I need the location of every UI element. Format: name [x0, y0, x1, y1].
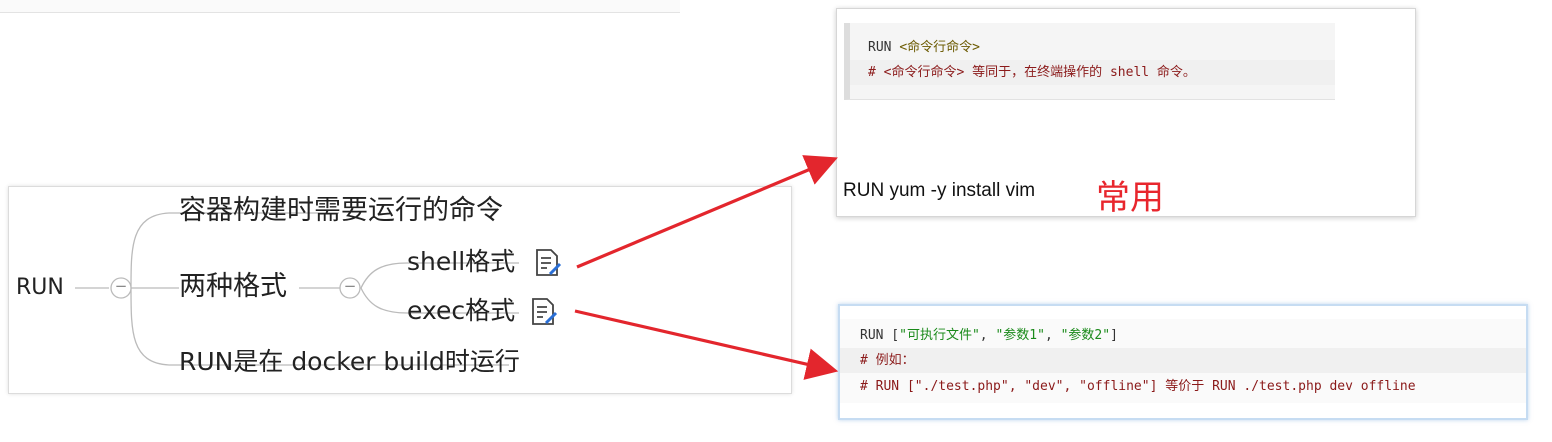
mindmap-root-node[interactable]: RUN [16, 275, 64, 300]
note-icon[interactable] [530, 297, 558, 327]
example-command: RUN yum -y install vim [843, 180, 1036, 201]
mindmap-node-shell-format[interactable]: shell格式 [407, 247, 516, 276]
mindmap-node-exec-format[interactable]: exec格式 [407, 296, 516, 325]
mindmap-node-run-at-build[interactable]: RUN是在 docker build时运行 [179, 347, 520, 376]
collapse-toggle-root [110, 277, 132, 299]
shell-format-card: RUN <命令行命令> # <命令行命令> 等同于，在终端操作的 shell 命… [836, 8, 1416, 217]
sub1-connector [360, 262, 519, 289]
note-icon[interactable] [534, 248, 562, 278]
sub2-connector [360, 287, 519, 314]
collapse-toggle-branch2 [339, 277, 361, 299]
arrow-exec-to-box [574, 309, 839, 380]
mindmap-panel: − − RUN 容器构建时需要运行的命令 两种格式 RUN是在 docker b… [8, 186, 792, 394]
mindmap-connectors [75, 212, 519, 366]
top-toolbar-edge [0, 0, 680, 13]
exec-format-card: RUN ["可执行文件", "参数1", "参数2"] # 例如： # RUN … [838, 304, 1528, 420]
exec-code-block: RUN ["可执行文件", "参数1", "参数2"] # 例如： # RUN … [840, 319, 1526, 403]
code-line: RUN <命令行命令> [868, 40, 980, 55]
mindmap-node-two-formats[interactable]: 两种格式 [179, 271, 287, 302]
collapse-toggle-root-symbol[interactable]: − [114, 277, 128, 295]
shell-code-block: RUN <命令行命令> # <命令行命令> 等同于，在终端操作的 shell 命… [844, 23, 1335, 100]
collapse-toggle-branch2-symbol[interactable]: − [343, 277, 357, 295]
branch1-connector [130, 212, 339, 289]
code-line: # <命令行命令> 等同于，在终端操作的 shell 命令。 [850, 60, 1335, 85]
mindmap-node-build-command[interactable]: 容器构建时需要运行的命令 [179, 195, 503, 226]
arrow-shell-to-box [576, 155, 838, 269]
common-badge: 常用 [1096, 178, 1164, 218]
branch3-connector [130, 287, 509, 366]
code-line: RUN ["可执行文件", "参数1", "参数2"] [860, 328, 1118, 343]
code-line: # 例如： [840, 348, 1526, 373]
code-line: # RUN ["./test.php", "dev", "offline"] 等… [860, 379, 1416, 394]
